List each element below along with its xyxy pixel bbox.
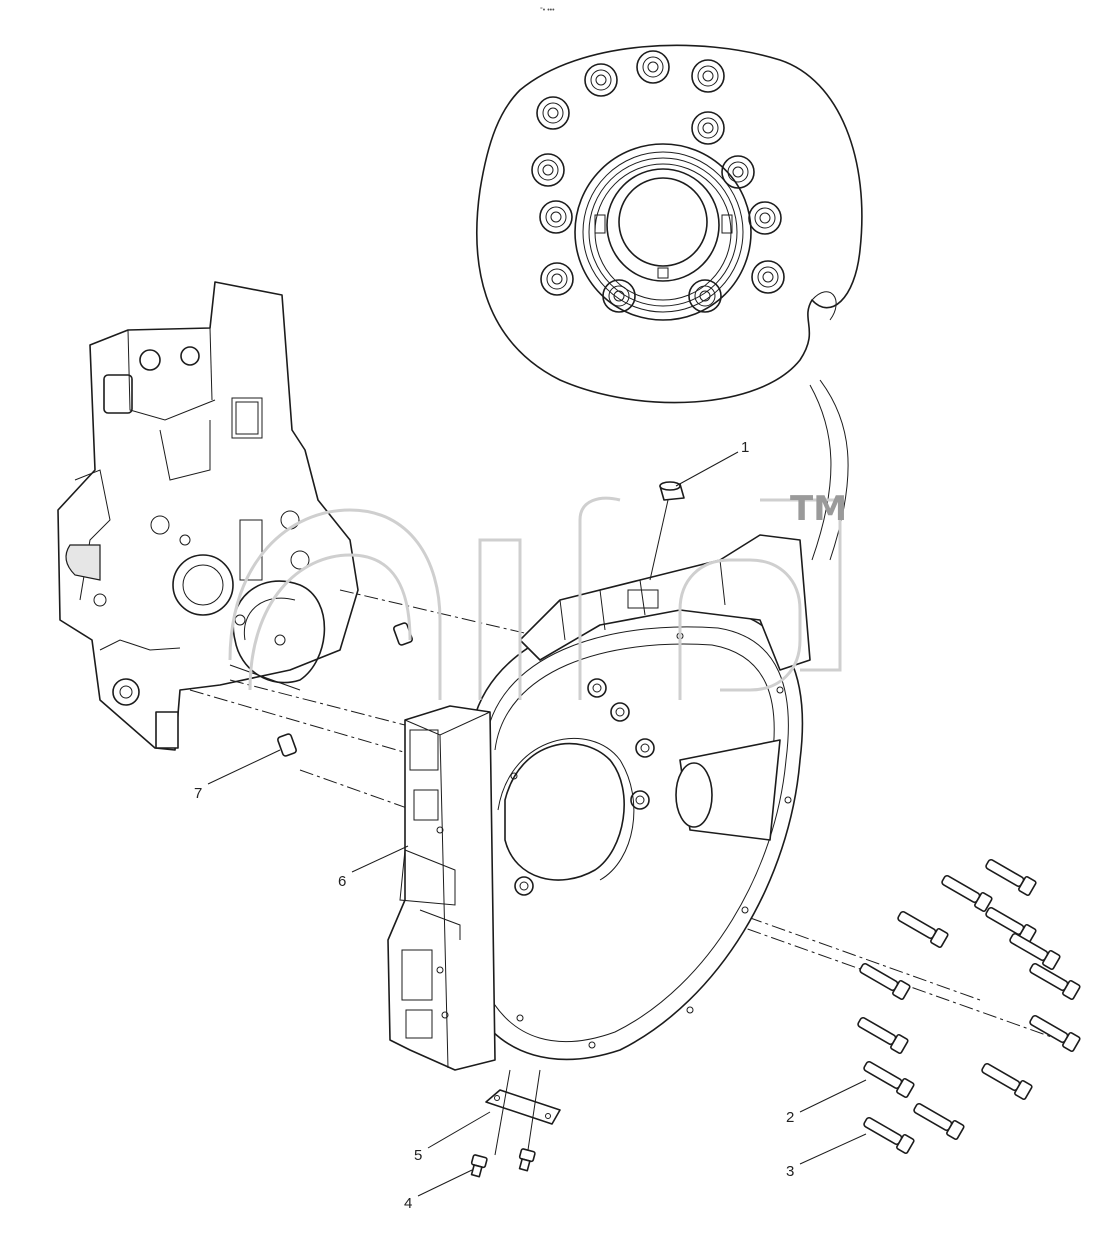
header-mark: °• ••• [540,6,555,14]
dowel-pin-lower [277,733,297,757]
cover-screw-left [470,1154,488,1178]
housing-bolts [857,858,1081,1154]
callout-1: 1 [675,439,749,487]
callout-label-6: 6 [338,873,346,890]
callout-6: 6 [338,845,409,890]
callout-label-4: 4 [404,1195,412,1212]
flywheel-housing [387,534,811,1071]
callout-label-2: 2 [786,1109,794,1126]
callout-7: 7 [194,749,281,802]
engine-block [57,281,359,751]
cover-plate [485,1069,561,1156]
detail-view-bubble [476,44,863,561]
callout-label-3: 3 [786,1163,794,1180]
callout-4: 4 [404,1169,473,1212]
cover-screw-right [518,1148,536,1172]
callout-2: 2 [786,1079,867,1126]
watermark-logo: TM [228,489,847,700]
watermark-tm: TM [790,489,847,529]
hub-detail [574,143,752,321]
plug [649,481,685,581]
callout-3: 3 [786,1133,867,1180]
bolt-pattern-detail [531,50,785,313]
callout-label-5: 5 [414,1147,422,1164]
callout-label-7: 7 [194,785,202,802]
callout-5: 5 [414,1111,491,1164]
callout-label-1: 1 [741,439,749,456]
